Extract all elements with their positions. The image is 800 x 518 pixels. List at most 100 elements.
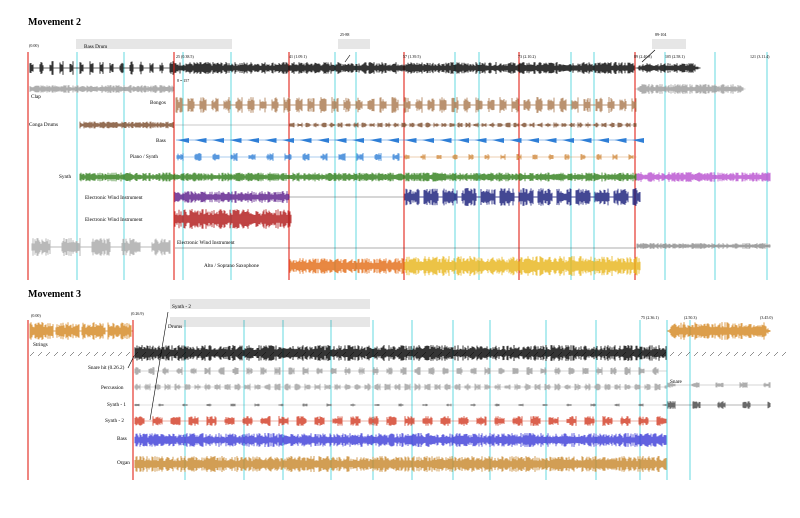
- m3-snare-label: Snare hit (0.26.2): [88, 365, 125, 371]
- m2-bass-note: [562, 138, 574, 143]
- m2-bass-label: Bass: [156, 138, 166, 144]
- m2-sax-label: Alto / Soprano Saxophone: [204, 263, 259, 269]
- m2-bass-note: [509, 138, 522, 143]
- m2-bass-note: [369, 138, 382, 143]
- m3-tick-mark: [781, 351, 787, 357]
- m2-bass-note: [177, 138, 189, 143]
- m2-arrow-2: [641, 49, 656, 63]
- m3-strings-label: Strings: [33, 342, 48, 348]
- m2-clap-label: Clap: [31, 94, 41, 100]
- m3-bass-wave: [134, 433, 667, 447]
- m3-time-b: 75 (2.36.1): [641, 315, 659, 320]
- m3-tick-mark: [717, 351, 723, 357]
- m2-bassdrum-wave-a: [29, 61, 174, 75]
- m2-bass-drum-label: Bass Drum: [84, 44, 108, 50]
- m3-time-start: (0.00): [31, 313, 41, 318]
- m3-tick-mark: [125, 351, 131, 357]
- m3-tick-mark: [669, 351, 675, 357]
- m3-notation-synth-label: Synth - 2: [172, 304, 192, 310]
- m2-bass-note: [492, 138, 504, 143]
- m3-tick-mark: [749, 351, 755, 357]
- m2-bass-note: [457, 138, 469, 143]
- m2-bass-note: [229, 138, 242, 143]
- m3-time-d: (3.45.0): [760, 315, 773, 320]
- m3-tick-mark: [757, 351, 763, 357]
- m3-time-c: (2.50.3): [684, 315, 697, 320]
- m3-tick-mark: [45, 351, 51, 357]
- m2-bass-note: [474, 138, 487, 143]
- m2-bass-note: [632, 138, 644, 143]
- m3-tick-mark: [69, 351, 75, 357]
- m2-synth-wave-a: [79, 172, 637, 182]
- m2-time-start: (0.00): [29, 43, 39, 48]
- m2-bass-note: [299, 138, 312, 143]
- m2-bass-note: [194, 138, 207, 143]
- m2-ewi1-wave-b: [404, 188, 641, 206]
- m2-bass-note: [317, 138, 329, 143]
- m3-tick-mark: [709, 351, 715, 357]
- m2-clap-wave-a: [29, 85, 174, 93]
- m2-synth-label: Synth: [59, 174, 72, 180]
- m3-percussion-label: Percussion: [101, 385, 124, 391]
- m2-synth-wave-b: [636, 172, 771, 182]
- m3-strings-wave-a: [29, 322, 133, 340]
- m3-snare-right-label: Snare: [670, 379, 682, 385]
- m3-tick-mark: [773, 351, 779, 357]
- m3-tick-mark: [765, 351, 771, 357]
- m3-tick-mark: [85, 351, 91, 357]
- m3-tick-mark: [701, 351, 707, 357]
- m3-snare-right: [667, 382, 771, 388]
- m2-bongos-label: Bongos: [150, 100, 166, 106]
- m2-bass-note: [404, 138, 417, 143]
- m3-synth1-right: [667, 401, 771, 409]
- m2-bongos-wave: [175, 97, 637, 113]
- m2-bass-note: [352, 138, 364, 143]
- m2-bass-note: [282, 138, 294, 143]
- m2-bass-note: [544, 138, 557, 143]
- m2-callout-25-88: 25-88: [340, 32, 350, 37]
- m2-bass-note: [422, 138, 434, 143]
- m2-conga-wave-a: [79, 121, 174, 129]
- m2-tempo-annotation: 8 = 157: [177, 78, 190, 83]
- m2-clap-wave-b: [635, 84, 746, 94]
- m3-arrow-snare: [149, 311, 169, 421]
- m2-bassdrum-wave-b: [174, 62, 635, 74]
- m2-marker-121: 121 (3.11.4): [750, 54, 770, 59]
- m3-black-band: [134, 345, 667, 361]
- m2-bass-note: [614, 138, 627, 143]
- m2-bass-note: [264, 138, 277, 143]
- m3-tick-mark: [733, 351, 739, 357]
- m2-conga-label: Conga Drums: [29, 122, 58, 128]
- m3-tick-mark: [53, 351, 59, 357]
- movement-2-title: Movement 2: [28, 17, 82, 28]
- m2-sax-wave-b: [404, 256, 641, 276]
- m2-ewi2-label: Electronic Wind Instrument: [85, 217, 143, 223]
- m3-organ-wave: [134, 456, 667, 472]
- m2-conga-wave-b: [289, 122, 637, 128]
- m3-arrow-strings: [127, 355, 135, 369]
- m2-marker-73: 73 (2.10.2): [518, 54, 536, 59]
- m2-ewi2-wave: [174, 209, 292, 229]
- m2-bass-note: [387, 138, 399, 143]
- m2-bass-note: [527, 138, 539, 143]
- m3-tick-mark: [741, 351, 747, 357]
- m2-ewi3-wave-a: [31, 238, 171, 256]
- m3-synth1-wave: [134, 403, 667, 407]
- m3-snare-wave: [134, 367, 667, 375]
- m2-sax-wave-a: [289, 258, 405, 274]
- m2-marker-57: 57 (1.39.5): [403, 54, 421, 59]
- m2-marker-105: 105 (2.58.1): [665, 54, 685, 59]
- m3-tick-mark: [77, 351, 83, 357]
- m2-marker-25: 25 (0.38.5): [176, 54, 194, 59]
- m3-tick-mark: [101, 351, 107, 357]
- m3-tick-mark: [117, 351, 123, 357]
- m2-bass-note: [439, 138, 452, 143]
- m3-tick-mark: [93, 351, 99, 357]
- m3-synth2-label: Synth - 2: [105, 418, 125, 424]
- m2-bass-note: [579, 138, 592, 143]
- m3-strings-wave-b: [667, 322, 771, 340]
- m2-ewi3-wave-b: [636, 243, 771, 249]
- movement-3-title: Movement 3: [28, 289, 82, 300]
